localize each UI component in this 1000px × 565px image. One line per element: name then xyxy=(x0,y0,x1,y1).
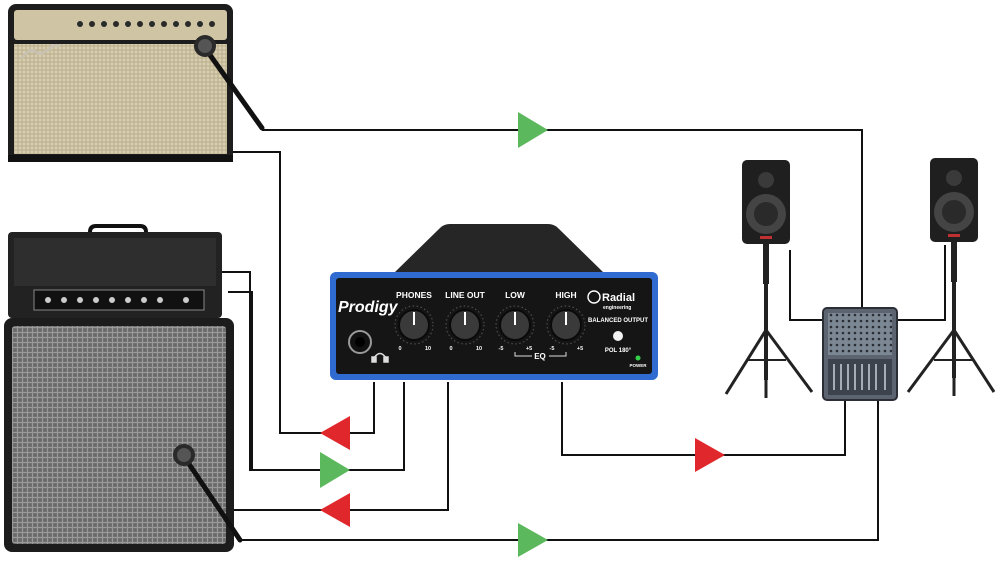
knob-line-out xyxy=(445,305,485,345)
label-pol: POL 180° xyxy=(605,348,632,354)
signal-arrows xyxy=(320,112,725,557)
label-phones: PHONES xyxy=(396,290,432,300)
arrow-green-middle xyxy=(320,452,350,488)
pol-switch[interactable] xyxy=(613,331,623,341)
pa-speaker-icon xyxy=(906,158,996,396)
microphone-icon xyxy=(194,35,265,131)
scale-line-min: 0 xyxy=(449,346,452,352)
cable-cabinet-return xyxy=(228,291,253,470)
knob-low xyxy=(495,305,535,345)
label-line-out: LINE OUT xyxy=(445,290,485,300)
cable-lineout-to-cabinet xyxy=(232,382,449,511)
pa-speaker-icon xyxy=(724,160,814,398)
label-high: HIGH xyxy=(555,290,576,300)
scale-low-min: -5 xyxy=(499,346,504,352)
scale-line-max: 10 xyxy=(476,346,482,352)
brand-sub: engineering xyxy=(603,305,631,311)
knob-phones xyxy=(394,305,434,345)
speaker-cabinet-icon xyxy=(4,318,234,552)
amp-head-icon xyxy=(8,224,222,318)
brand-name: Radial xyxy=(602,292,635,304)
label-low: LOW xyxy=(505,290,526,300)
cable-combo-mic-to-mixer xyxy=(262,129,863,320)
arrow-red-lower xyxy=(320,493,350,527)
arrow-red-upper xyxy=(320,416,350,450)
cable-mixer-to-left-speaker xyxy=(789,250,830,321)
knob-high xyxy=(546,305,586,345)
scale-phones-max: 10 xyxy=(425,346,431,352)
cable-head-to-phones xyxy=(222,271,405,471)
microphone-icon xyxy=(173,444,243,543)
mixer-icon xyxy=(822,307,898,401)
di-box-icon: Prodigy PHONES LINE OUT LOW HIGH xyxy=(330,224,658,380)
combo-amp-icon xyxy=(8,4,233,162)
scale-high-max: +5 xyxy=(577,346,583,352)
cable-mixer-to-right-speaker xyxy=(895,245,946,321)
arrow-green-top xyxy=(518,112,548,148)
label-balanced-output: BALANCED OUTPUT xyxy=(588,318,648,324)
headphones-icon xyxy=(371,352,389,363)
device-script-name: Prodigy xyxy=(338,299,399,316)
scale-low-max: +5 xyxy=(526,346,532,352)
label-eq: EQ xyxy=(534,352,546,361)
cable-combo-amp-return xyxy=(232,151,375,434)
cable-lines xyxy=(222,129,946,541)
arrow-green-bottom xyxy=(518,523,548,557)
label-power: POWER xyxy=(629,363,647,368)
power-led xyxy=(635,355,641,361)
scale-high-min: -5 xyxy=(550,346,555,352)
arrow-red-right xyxy=(695,438,725,472)
scale-phones-min: 0 xyxy=(398,346,401,352)
cable-cab-mic-to-mixer xyxy=(240,398,879,541)
